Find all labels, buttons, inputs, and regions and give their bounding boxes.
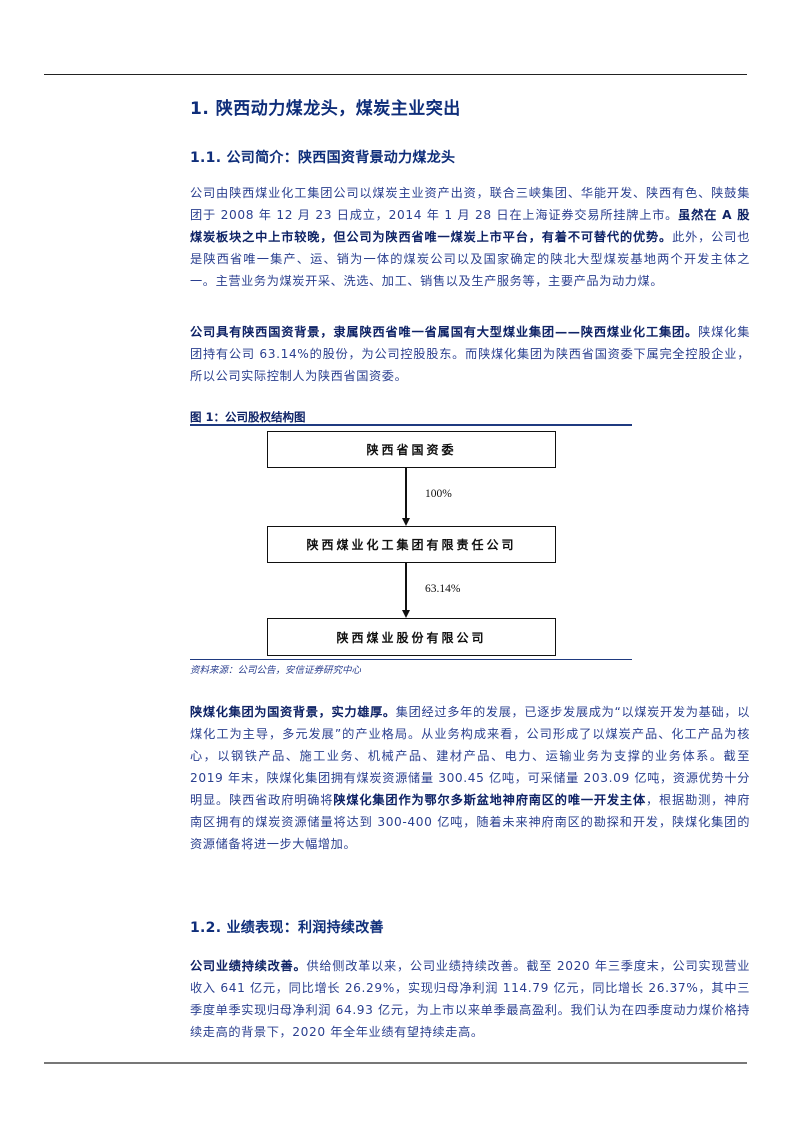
group-bold-text-2: 陕煤化集团作为鄂尔多斯盆地神府南区的唯一开发主体 [333,793,646,807]
node-shaanxi-sasac: 陕西省国资委 [267,431,556,468]
figure-1-title: 图 1：公司股权结构图 [190,410,306,424]
state-background-bold-text: 公司具有陕西国资背景，隶属陕西省唯一省属国有大型煤业集团——陕西煤业化工集团。 [190,325,699,339]
intro-bold-text: 虽然在 A 股煤炭板块之中上市较晚，但公司为陕西省唯一煤炭上市平台，有着不可替代… [190,208,750,244]
header-rule [44,74,747,75]
performance-bold-text: 公司业绩持续改善。 [190,959,307,973]
arrow-down-icon [402,610,410,618]
edge-label-100: 100% [425,488,452,500]
node-shaanxi-coal-industry-co: 陕西煤业股份有限公司 [267,618,556,656]
intro-tail-text: 此外，公司也是陕西省唯一集产、运、销为一体的煤炭公司以及国家确定的陕北大型煤炭基… [190,230,750,288]
performance-paragraph: 公司业绩持续改善。供给侧改革以来，公司业绩持续改善。截至 2020 年三季度末，… [190,955,750,1043]
figure-source-rule [190,659,632,660]
node-label: 陕西省国资委 [366,443,457,457]
node-label: 陕西煤业化工集团有限责任公司 [306,538,517,552]
figure-source-note: 资料来源：公司公告，安信证券研究中心 [190,665,362,676]
footer-rule [44,1062,747,1064]
section-1-2-heading: 1.2. 业绩表现：利润持续改善 [190,920,384,936]
section-1-heading: 1. 陕西动力煤龙头，煤炭主业突出 [190,99,461,119]
arrow-down-icon [402,518,410,526]
edge-line [405,467,407,519]
performance-text: 供给侧改革以来，公司业绩持续改善。截至 2020 年三季度末，公司实现营业收入 … [190,959,750,1039]
group-bold-text-1: 陕煤化集团为国资背景，实力雄厚。 [190,705,396,719]
node-shaanxi-coal-chemical-group: 陕西煤业化工集团有限责任公司 [267,526,556,563]
section-1-1-heading: 1.1. 公司简介：陕西国资背景动力煤龙头 [190,150,456,166]
state-background-tail-text: 陕煤化集团持有公司 63.14%的股份，为公司控股股东。而陕煤化集团为陕西省国资… [190,325,751,383]
edge-label-63-14: 63.14% [425,583,461,595]
state-background-paragraph: 公司具有陕西国资背景，隶属陕西省唯一省属国有大型煤业集团——陕西煤业化工集团。陕… [190,321,750,387]
group-text-1: 集团经过多年的发展，已逐步发展成为“以煤炭开发为基础，以煤化工为主导，多元发展”… [190,705,750,807]
group-text-2: ，根据勘测，神府南区拥有的煤炭资源储量将达到 300-400 亿吨，随着未来神府… [190,793,750,851]
company-intro-paragraph: 公司由陕西煤业化工集团公司以煤炭主业资产出资，联合三峡集团、华能开发、陕西有色、… [190,182,750,292]
group-background-paragraph: 陕煤化集团为国资背景，实力雄厚。集团经过多年的发展，已逐步发展成为“以煤炭开发为… [190,701,750,855]
node-label: 陕西煤业股份有限公司 [336,630,487,645]
intro-lead-text: 公司由陕西煤业化工集团公司以煤炭主业资产出资，联合三峡集团、华能开发、陕西有色、… [190,186,750,222]
edge-line [405,562,407,611]
figure-title-rule [190,424,632,426]
